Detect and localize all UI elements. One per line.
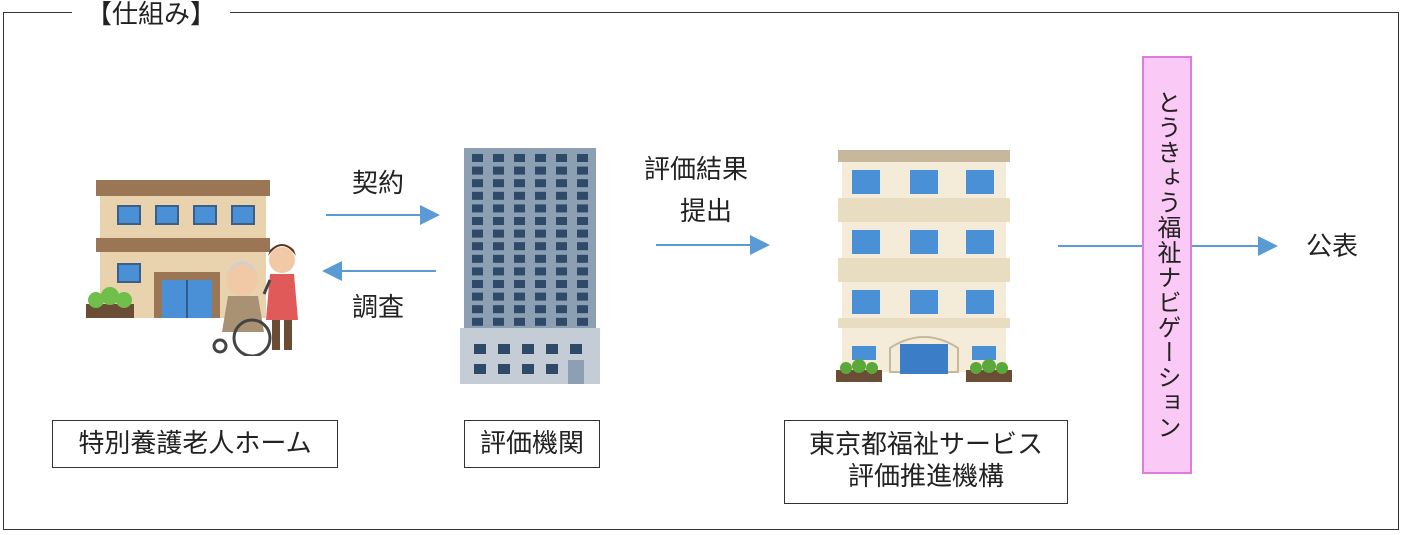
promotion-org-label-line2: 評価推進機構 (847, 462, 1004, 492)
nursing-home-label: 特別養護老人ホーム (78, 429, 312, 459)
result-label-line1: 評価結果 (644, 155, 749, 185)
navigation-site-label: とうきょう福祉ナビゲーション (1153, 90, 1181, 440)
evaluator-box: 評価機関 (464, 420, 600, 468)
nursing-home-illustration (86, 180, 298, 356)
publish-label: 公表 (1306, 232, 1359, 262)
contract-label: 契約 (352, 169, 405, 199)
evaluator-building-illustration (460, 148, 600, 384)
navigation-site-box: とうきょう福祉ナビゲーション (1142, 56, 1192, 474)
survey-label: 調査 (352, 293, 405, 323)
promotion-org-box: 東京都福祉サービス 評価推進機構 (784, 420, 1068, 504)
diagram-title: 【仕組み】 (72, 0, 231, 30)
result-label-line2: 提出 (680, 197, 733, 227)
evaluator-label: 評価機関 (479, 429, 584, 459)
diagram-frame (3, 12, 1399, 530)
promotion-org-label-line1: 東京都福祉サービス (808, 430, 1043, 460)
nursing-home-box: 特別養護老人ホーム (52, 420, 338, 468)
promotion-building-illustration (836, 150, 1012, 382)
